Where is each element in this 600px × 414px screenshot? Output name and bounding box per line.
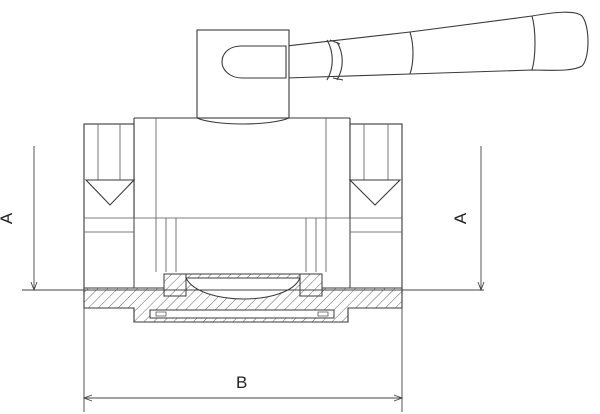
dimension-a-right-label: A (451, 212, 471, 225)
section-hatched (83, 273, 403, 323)
stem (196, 29, 290, 119)
dimension-a-left-label: A (0, 213, 16, 224)
dimension-a-right (477, 146, 485, 292)
dimension-b-label: B (236, 373, 248, 392)
valve-body (83, 117, 403, 295)
dimension-b (82, 308, 404, 412)
dimension-a-left (30, 146, 38, 292)
